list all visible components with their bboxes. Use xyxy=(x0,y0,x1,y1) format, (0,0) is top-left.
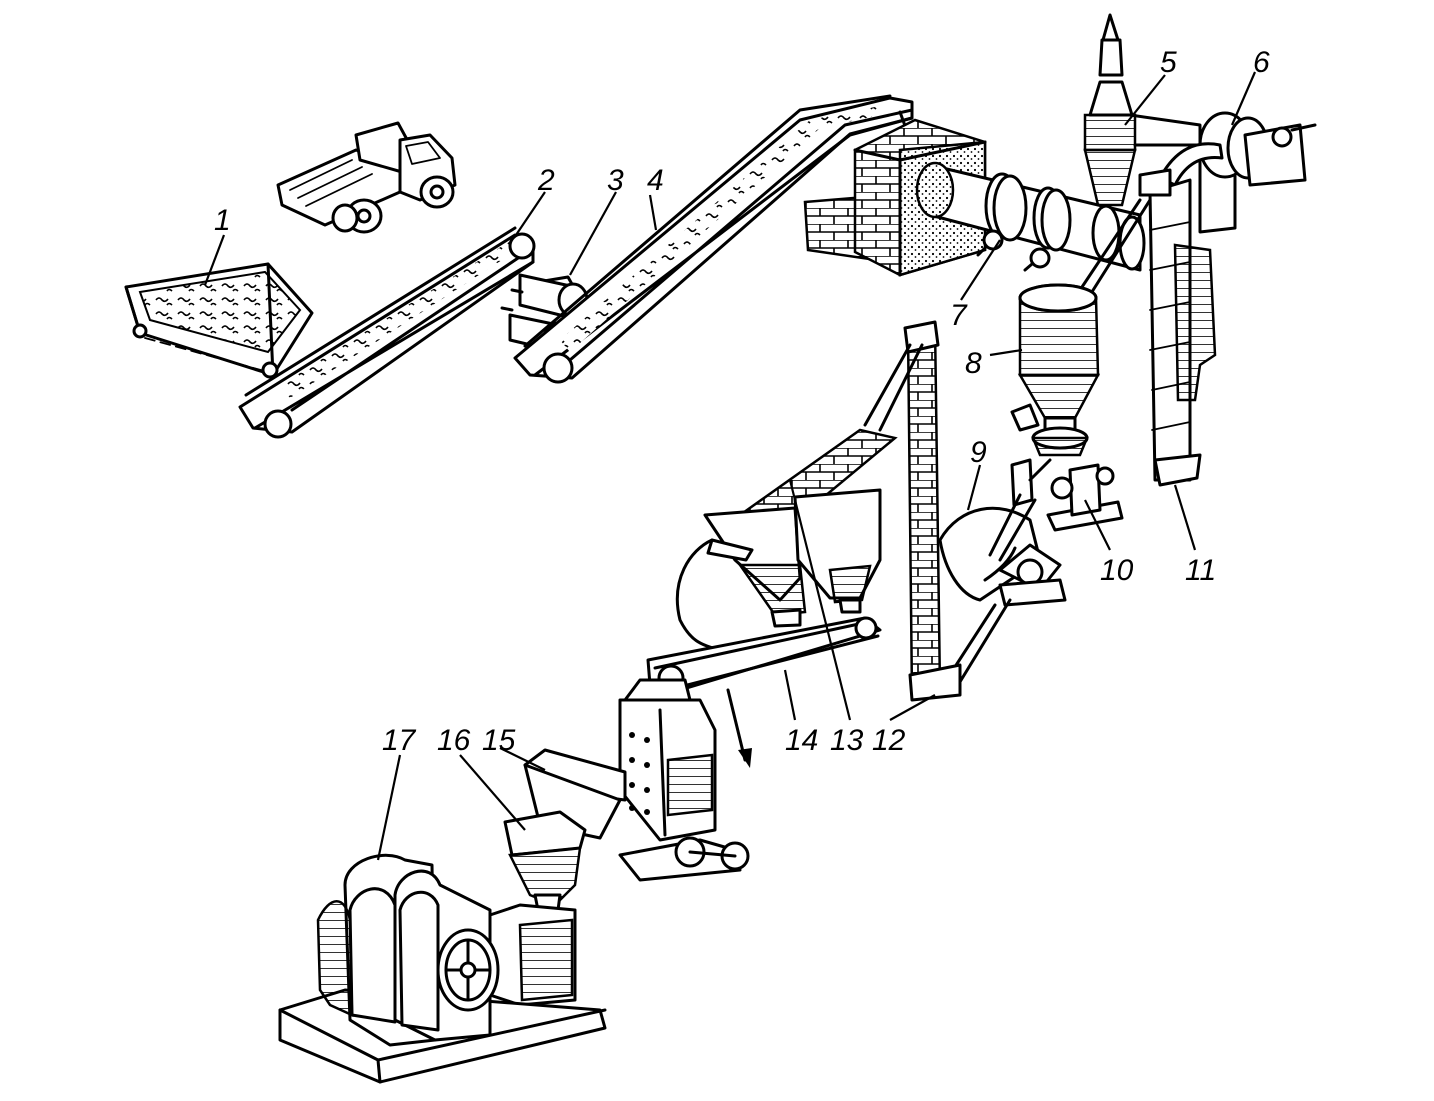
label-5: 5 xyxy=(1160,46,1177,79)
label-12: 12 xyxy=(872,724,906,757)
press xyxy=(278,853,607,1084)
mixer xyxy=(523,678,750,882)
rotary-kiln xyxy=(915,161,1146,272)
label-14: 14 xyxy=(785,724,818,757)
extruder-hopper xyxy=(488,810,587,1007)
receiving-hopper xyxy=(124,262,314,379)
cyclone xyxy=(1083,13,1202,207)
label-16: 16 xyxy=(437,724,471,757)
screen-and-bins xyxy=(675,428,898,652)
exhaust-fan xyxy=(1158,111,1317,234)
dump-truck xyxy=(276,121,457,234)
label-17: 17 xyxy=(382,724,417,757)
label-1: 1 xyxy=(214,204,231,237)
label-6: 6 xyxy=(1253,46,1270,79)
feed-bunker xyxy=(1010,283,1101,457)
label-2: 2 xyxy=(537,164,555,197)
label-11: 11 xyxy=(1185,554,1216,587)
label-13: 13 xyxy=(830,724,864,757)
leader-lines xyxy=(203,71,1257,861)
vertical-elevator xyxy=(863,320,962,702)
label-15: 15 xyxy=(482,724,516,757)
label-7: 7 xyxy=(950,299,968,332)
inclined-conveyor xyxy=(513,94,914,384)
feeder-drive xyxy=(1046,463,1124,532)
bucket-elevator xyxy=(1078,168,1217,487)
label-4: 4 xyxy=(647,164,664,197)
belt-conveyor xyxy=(238,226,536,439)
label-9: 9 xyxy=(970,436,987,469)
separator xyxy=(938,458,1067,692)
label-8: 8 xyxy=(965,347,982,380)
label-3: 3 xyxy=(607,164,624,197)
label-10: 10 xyxy=(1100,554,1134,587)
